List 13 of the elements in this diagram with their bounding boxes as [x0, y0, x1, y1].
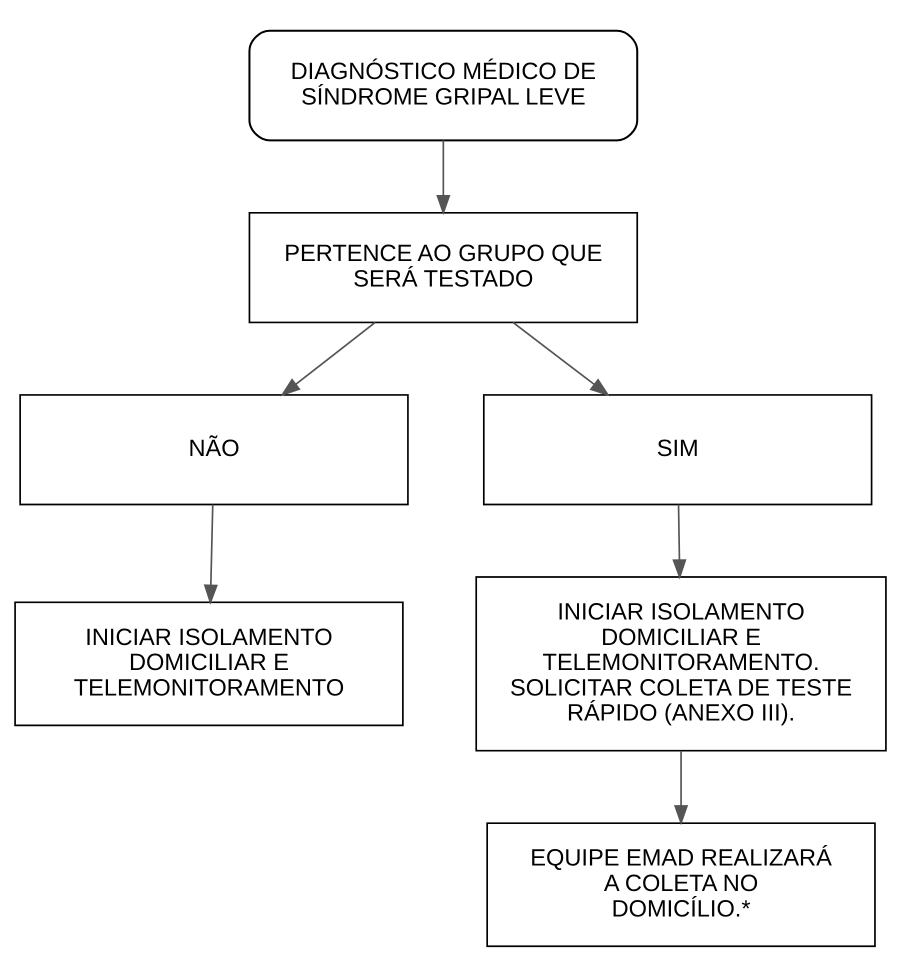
node-box: EQUIPE EMAD REALIZARÁ A COLETA NO DOMICÍLIO.* [486, 822, 876, 947]
node-box: INICIAR ISOLAMENTO DOMICILIAR E TELEMONITORAMENTO [14, 600, 404, 726]
arrow [512, 321, 610, 396]
arrow [280, 321, 376, 396]
arrow [204, 504, 218, 604]
node-box: DIAGNÓSTICO MÉDICO DE SÍNDROME GRIPAL LEVE [248, 29, 638, 141]
arrow [674, 750, 688, 825]
arrow [672, 504, 686, 580]
node-box: PERTENCE AO GRUPO QUE SERÁ TESTADO [248, 212, 638, 323]
arrow [436, 140, 450, 215]
node-box: INICIAR ISOLAMENTO DOMICILIAR E TELEMONITORAMENTO. SOLICITAR COLETA DE TESTE RÁPIDO (ANEXO III). [475, 576, 887, 752]
node-box: NÃO [19, 394, 409, 505]
node-box: SIM [482, 394, 872, 505]
